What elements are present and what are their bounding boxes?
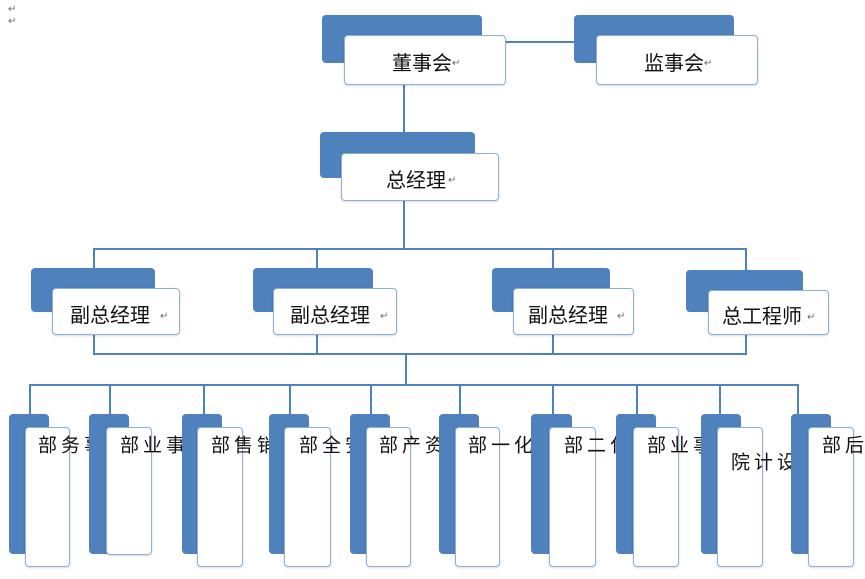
paragraph-mark: ↵ xyxy=(807,312,816,323)
vp1-connector xyxy=(93,248,95,268)
gm-down-connector xyxy=(403,198,405,248)
dept-connector xyxy=(797,384,799,414)
board-gm-connector xyxy=(403,84,405,134)
chief-engineer-connector xyxy=(745,248,747,270)
dept-connector xyxy=(370,384,372,414)
upper-collector-line xyxy=(93,353,747,355)
department-label: 运维售后部 xyxy=(819,435,864,454)
paragraph-mark: ↵ xyxy=(617,311,626,322)
dept-connector xyxy=(289,384,291,414)
vp-label: 副总经理 xyxy=(70,303,150,327)
dept-connector xyxy=(29,384,31,414)
vp-label: 副总经理 xyxy=(528,303,608,327)
paragraph-mark: ↵ xyxy=(448,175,457,186)
paragraph-mark: ↵ xyxy=(8,4,17,15)
vp2-connector xyxy=(316,248,318,268)
dept-connector xyxy=(719,384,721,414)
gm-label: 总经理 xyxy=(386,168,446,192)
board-supervisory-connector xyxy=(505,41,575,43)
dept-connector xyxy=(552,384,554,414)
paragraph-mark: ↵ xyxy=(704,58,713,69)
paragraph-mark: ↵ xyxy=(8,16,17,27)
paragraph-mark: ↵ xyxy=(160,311,169,322)
dept-connector xyxy=(636,384,638,414)
vp3-connector xyxy=(552,248,554,268)
manager-bus-line xyxy=(93,248,747,250)
chief-engineer-label: 总工程师 xyxy=(722,304,802,328)
paragraph-mark: ↵ xyxy=(452,58,461,69)
department-label: 设计院 xyxy=(728,452,796,471)
supervisory-label: 监事会 xyxy=(644,51,704,75)
paragraph-mark: ↵ xyxy=(380,311,389,322)
collector-down-connector xyxy=(405,353,407,385)
dept-connector xyxy=(203,384,205,414)
dept-connector xyxy=(459,384,461,414)
board-label: 董事会 xyxy=(392,51,452,75)
department-bus-line xyxy=(29,384,799,386)
dept-connector xyxy=(109,384,111,414)
vp-label: 副总经理 xyxy=(290,303,370,327)
